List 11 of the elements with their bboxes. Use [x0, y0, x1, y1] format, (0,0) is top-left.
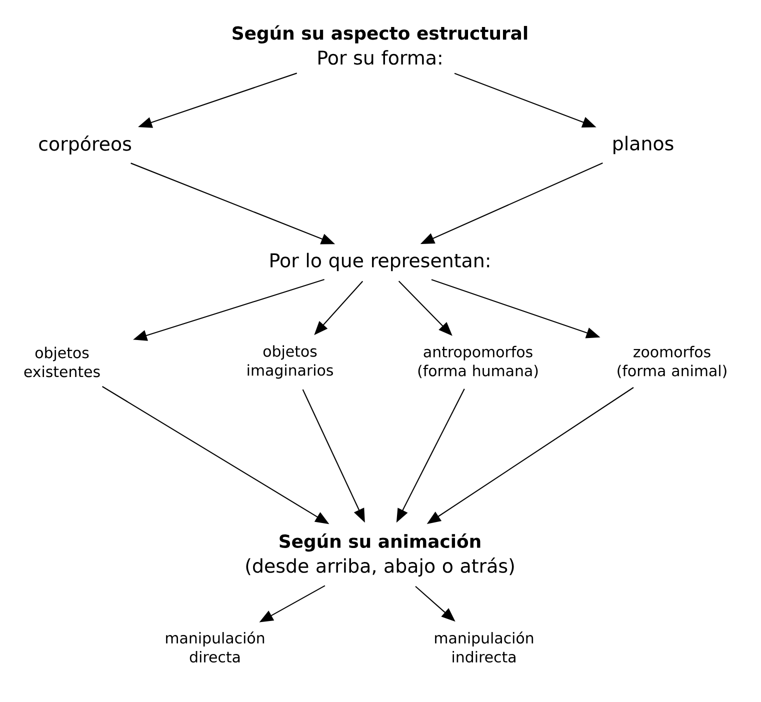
node-text: objetos imaginarios	[248, 345, 333, 379]
node-text: manipulación indirecta	[435, 631, 534, 663]
node-text: zoomorfos (forma animal)	[618, 346, 726, 378]
node-text: corpóreos	[39, 135, 132, 155]
node-text: manipulación directa	[166, 631, 264, 663]
node-text: Por lo que representan:	[270, 252, 490, 272]
node-text: planos	[614, 136, 674, 154]
node-text: antropomorfos (forma humana)	[418, 346, 538, 378]
node-text: objetos existentes	[24, 346, 100, 378]
heading-text: Según su aspecto estructural Por su forma:	[232, 25, 528, 65]
heading-text: Según su animación (desde arriba, abajo o atrás)	[246, 533, 514, 577]
